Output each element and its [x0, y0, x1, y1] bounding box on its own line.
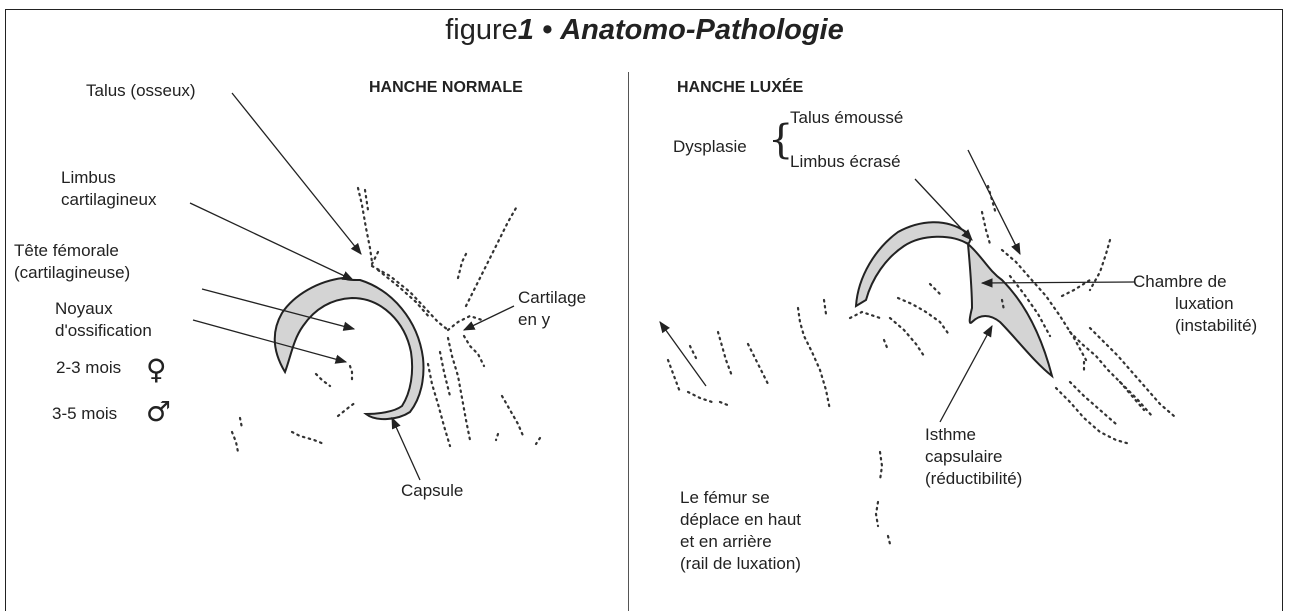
- label-chambre-line2: luxation: [1175, 293, 1234, 315]
- label-dysplasie: Dysplasie: [673, 136, 747, 158]
- luxee-hip-arrows: [660, 150, 1134, 422]
- male-symbol-icon: ♂: [146, 398, 171, 426]
- label-mois-male: 3-5 mois: [52, 403, 117, 425]
- label-cartilage-line2: en y: [518, 309, 550, 331]
- label-femur-line1: Le fémur se: [680, 487, 770, 509]
- label-capsule: Capsule: [401, 480, 463, 502]
- label-talus-emousse: Talus émoussé: [790, 107, 903, 129]
- label-tete-line2: (cartilagineuse): [14, 262, 130, 284]
- label-mois-female: 2-3 mois: [56, 357, 121, 379]
- capsule-luxee-shape: [856, 222, 1052, 376]
- label-femur-line4: (rail de luxation): [680, 553, 801, 575]
- heading-hanche-luxee: HANCHE LUXÉE: [677, 77, 803, 99]
- label-limbus-line2: cartilagineux: [61, 189, 156, 211]
- label-tete-line1: Tête fémorale: [14, 240, 119, 262]
- label-femur-line2: déplace en haut: [680, 509, 801, 531]
- label-noyaux-line2: d'ossification: [55, 320, 152, 342]
- label-femur-line3: et en arrière: [680, 531, 772, 553]
- label-noyaux-line1: Noyaux: [55, 298, 113, 320]
- label-talus-osseux: Talus (osseux): [86, 80, 196, 102]
- heading-hanche-normale: HANCHE NORMALE: [369, 77, 523, 99]
- female-symbol-icon: ♀: [146, 356, 167, 384]
- label-isthme-line1: Isthme: [925, 424, 976, 446]
- label-limbus-ecrase: Limbus écrasé: [790, 151, 901, 173]
- label-chambre-line1: Chambre de: [1133, 271, 1227, 293]
- label-limbus-line1: Limbus: [61, 167, 116, 189]
- label-chambre-line3: (instabilité): [1175, 315, 1257, 337]
- label-isthme-line2: capsulaire: [925, 446, 1003, 468]
- label-isthme-line3: (réductibilité): [925, 468, 1022, 490]
- label-cartilage-line1: Cartilage: [518, 287, 586, 309]
